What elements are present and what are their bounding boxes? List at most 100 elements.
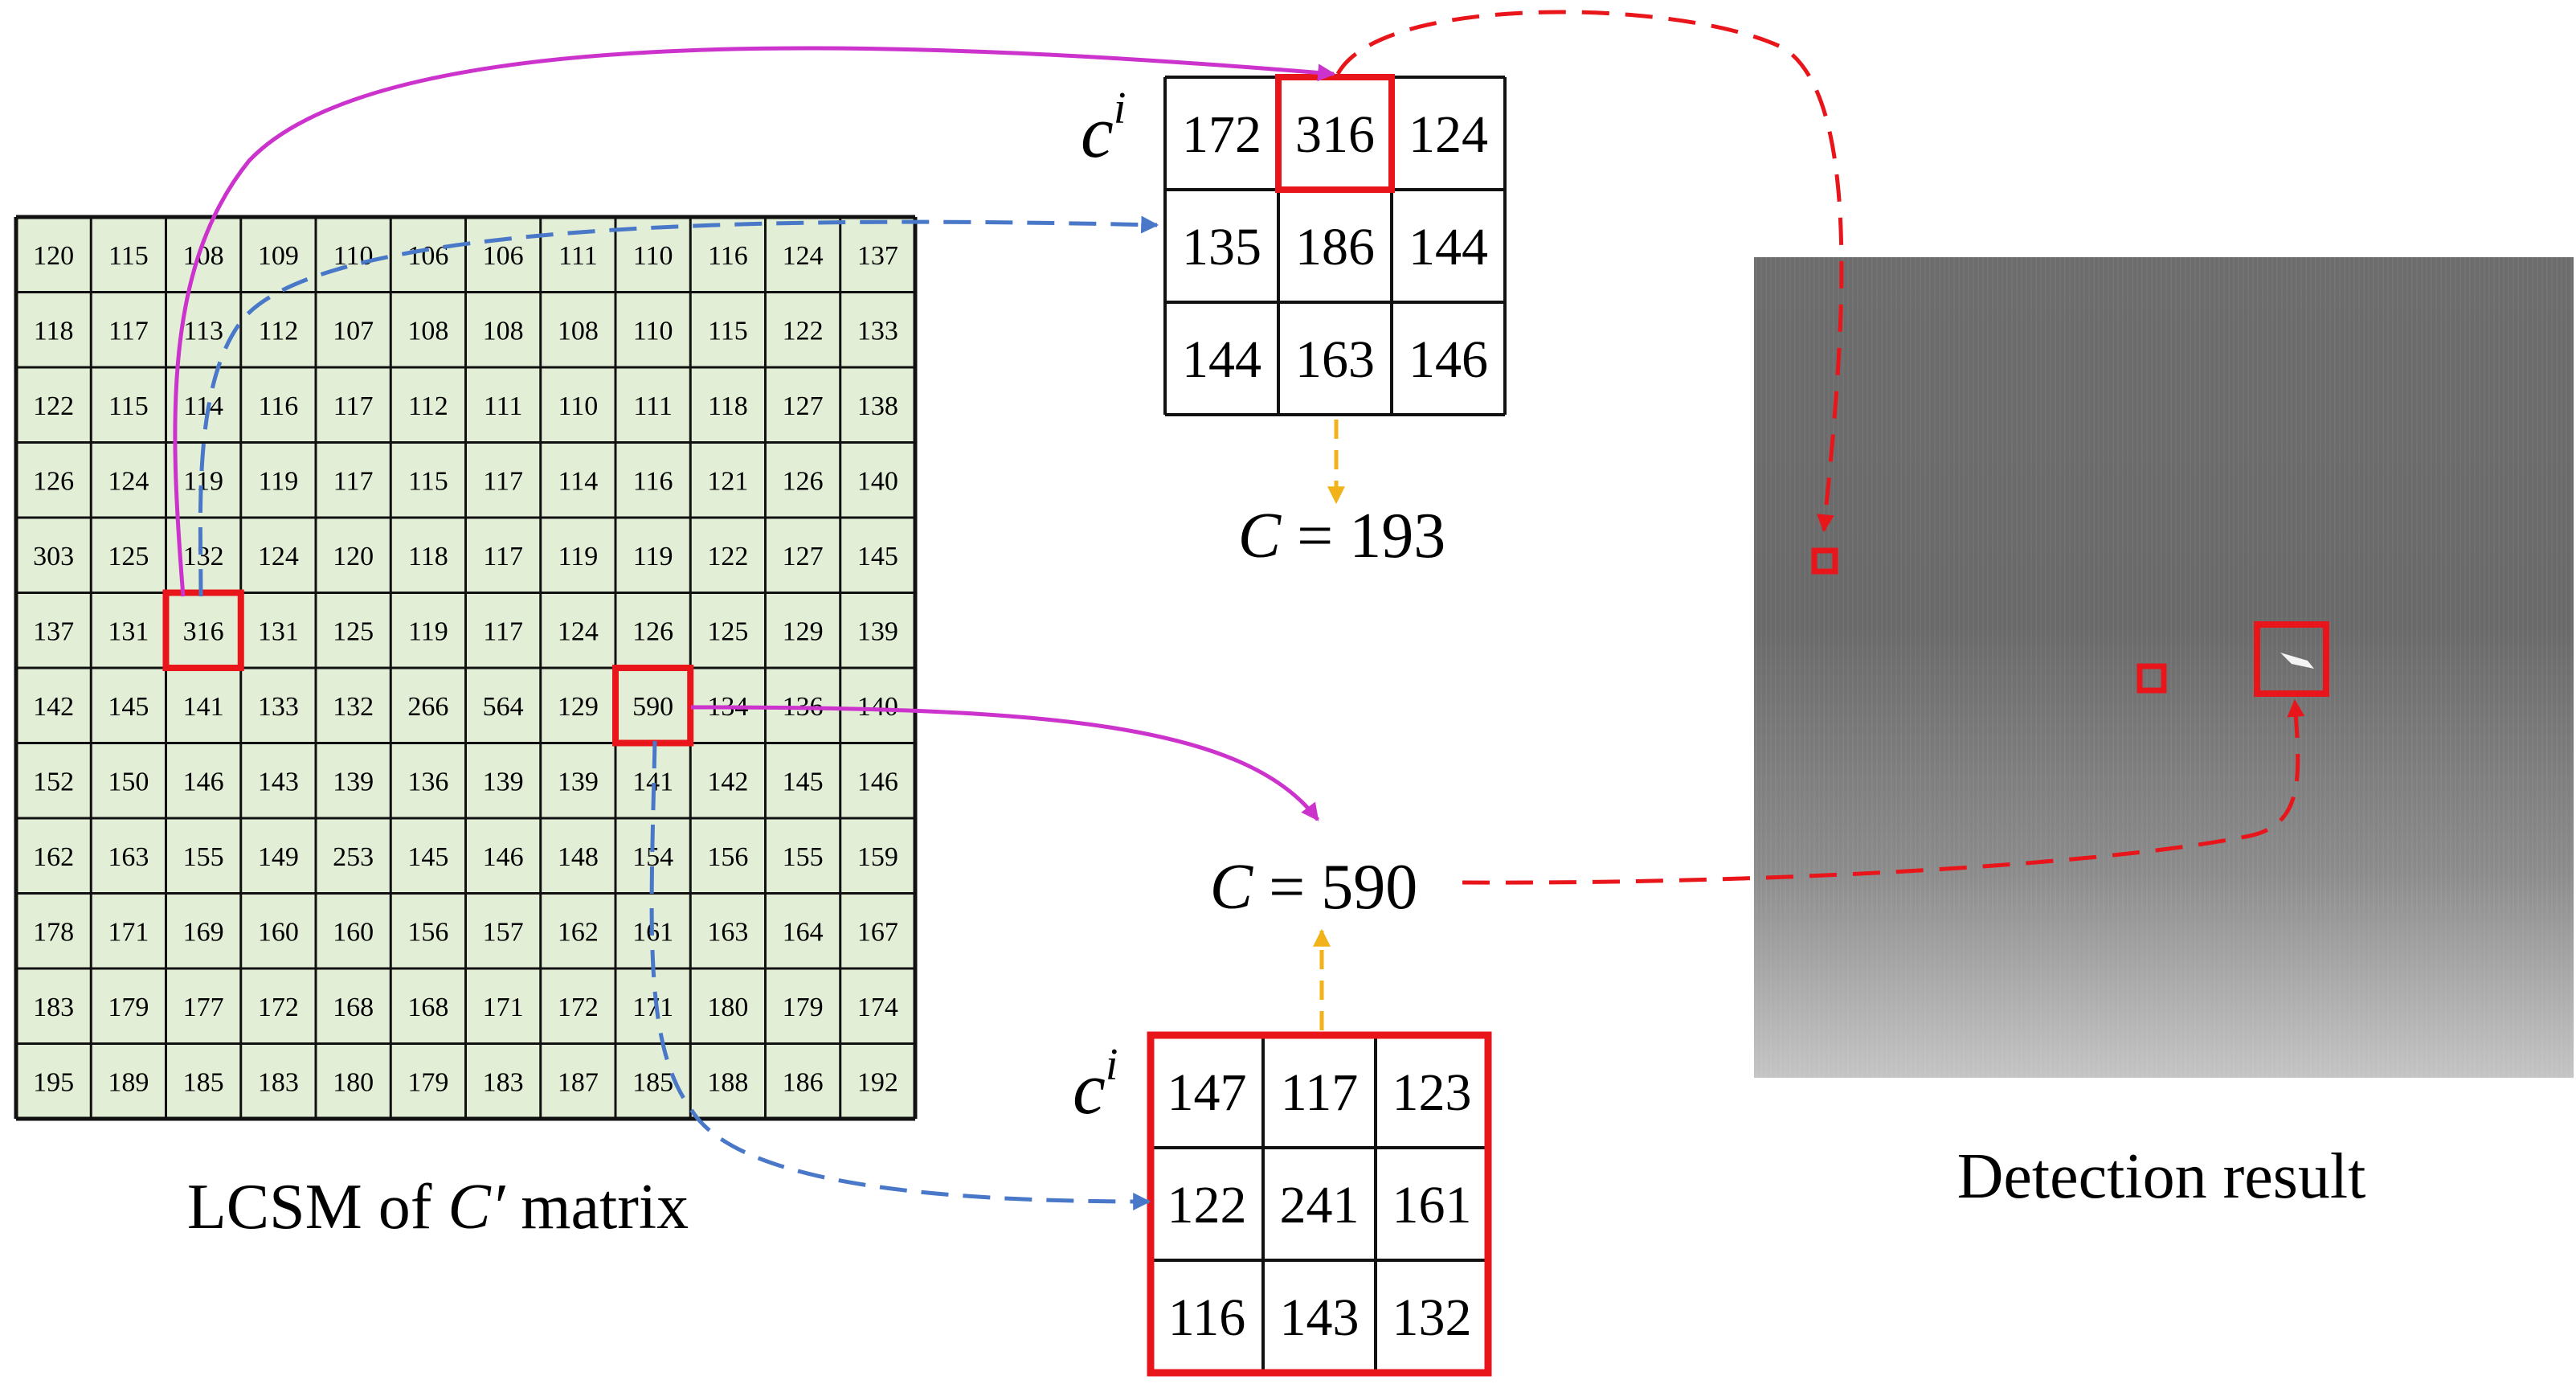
- lcsm-cell: 179: [783, 993, 824, 1022]
- lcsm-cell: 117: [333, 391, 374, 421]
- lcsm-cell: 564: [483, 692, 524, 722]
- lcsm-cell: 132: [183, 542, 224, 571]
- lcsm-cell: 171: [632, 993, 673, 1022]
- lcsm-cell: 156: [407, 917, 448, 947]
- lcsm-cell: 126: [33, 466, 74, 496]
- lcsm-cell: 146: [857, 767, 898, 796]
- bottom-window-label: ci: [1073, 1040, 1118, 1129]
- lcsm-cell: 152: [33, 767, 74, 796]
- lcsm-caption-suffix: matrix: [505, 1172, 689, 1243]
- lcsm-cell: 117: [483, 542, 523, 571]
- lcsm-cell: 160: [333, 917, 374, 947]
- lcsm-cell: 127: [783, 391, 824, 421]
- lcsm-cell: 160: [258, 917, 299, 947]
- lcsm-cell: 115: [408, 466, 448, 496]
- lcsm-cell: 121: [707, 466, 748, 496]
- lcsm-cell: 106: [407, 241, 448, 271]
- lcsm-cell: 108: [558, 316, 599, 346]
- window-cell: 122: [1167, 1176, 1247, 1235]
- lcsm-cell: 118: [408, 542, 448, 571]
- window-cell: 186: [1295, 218, 1375, 276]
- bottom-window-label-base: c: [1073, 1047, 1106, 1129]
- top-window-label-base: c: [1081, 91, 1114, 173]
- lcsm-cell: 180: [333, 1067, 374, 1097]
- lcsm-cell: 171: [483, 993, 524, 1022]
- lcsm-cell: 111: [633, 391, 672, 421]
- lcsm-cell: 172: [258, 993, 299, 1022]
- top-result-symbol: C: [1238, 501, 1282, 571]
- lcsm-cell: 169: [183, 917, 224, 947]
- lcsm-cell: 114: [183, 391, 223, 421]
- lcsm-cell: 119: [408, 616, 448, 646]
- lcsm-cell: 126: [783, 466, 824, 496]
- lcsm-cell: 172: [558, 993, 599, 1022]
- window-cell: 241: [1280, 1176, 1360, 1235]
- lcsm-cell: 137: [33, 616, 74, 646]
- lcsm-cell: 108: [407, 316, 448, 346]
- lcsm-cell: 120: [333, 542, 374, 571]
- detected-target-blob: [2280, 653, 2314, 669]
- window-cell: 117: [1281, 1063, 1359, 1122]
- lcsm-cell: 125: [333, 616, 374, 646]
- lcsm-cell: 139: [558, 767, 599, 796]
- red-dashed-arrow-bottom: [1462, 698, 2305, 885]
- detection-box-small-2: [2136, 663, 2167, 694]
- lcsm-cell: 590: [632, 692, 673, 722]
- lcsm-cell: 122: [707, 542, 748, 571]
- lcsm-cell: 150: [108, 767, 149, 796]
- detection-box-small-1: [1811, 547, 1838, 575]
- lcsm-cell: 133: [258, 692, 299, 722]
- window-cell: 123: [1392, 1063, 1472, 1122]
- connector-arrows: [173, 10, 2305, 1210]
- lcsm-cell: 168: [407, 993, 448, 1022]
- lcsm-cell: 138: [857, 391, 898, 421]
- bottom-window-label-sup: i: [1106, 1040, 1118, 1090]
- lcsm-cell: 106: [483, 241, 524, 271]
- lcsm-cell: 117: [333, 466, 374, 496]
- lcsm-cell: 145: [783, 767, 824, 796]
- window-cell: 144: [1182, 330, 1261, 389]
- lcsm-cell: 185: [183, 1067, 224, 1097]
- lcsm-cell: 163: [108, 842, 149, 872]
- lcsm-cell: 119: [633, 542, 673, 571]
- detection-box-target: [2254, 621, 2329, 697]
- lcsm-cell: 116: [633, 466, 673, 496]
- lcsm-cell: 117: [483, 466, 523, 496]
- lcsm-cell: 164: [783, 917, 824, 947]
- lcsm-cell: 116: [259, 391, 299, 421]
- top-window-label-sup: i: [1114, 84, 1126, 133]
- lcsm-cell: 178: [33, 917, 74, 947]
- lcsm-cell: 183: [483, 1067, 524, 1097]
- bottom-result-symbol: C: [1210, 852, 1254, 923]
- window-cell: 132: [1392, 1288, 1472, 1347]
- lcsm-cell: 108: [483, 316, 524, 346]
- top-result: C = 193: [1238, 501, 1445, 571]
- lcsm-cell: 133: [857, 316, 898, 346]
- lcsm-cell: 131: [108, 616, 149, 646]
- lcsm-cell: 139: [483, 767, 524, 796]
- lcsm-cell: 112: [259, 316, 299, 346]
- lcsm-cell: 107: [333, 316, 374, 346]
- lcsm-cell: 132: [333, 692, 374, 722]
- lcsm-cell: 112: [408, 391, 448, 421]
- lcsm-cell: 143: [258, 767, 299, 796]
- lcsm-cell: 119: [558, 542, 599, 571]
- lcsm-cell: 180: [707, 993, 748, 1022]
- lcsm-cell: 113: [183, 316, 223, 346]
- lcsm-cell: 145: [407, 842, 448, 872]
- lcsm-cell: 146: [183, 767, 224, 796]
- lcsm-cell: 110: [558, 391, 599, 421]
- lcsm-cell: 167: [857, 917, 898, 947]
- lcsm-cell: 124: [783, 241, 824, 271]
- window-cell: 316: [1295, 105, 1375, 164]
- window-cell: 135: [1182, 218, 1261, 276]
- lcsm-cell: 195: [33, 1067, 74, 1097]
- lcsm-cell: 155: [183, 842, 224, 872]
- blue-dashed-arrow-top: [198, 215, 1159, 597]
- lcsm-cell: 266: [407, 692, 448, 722]
- lcsm-caption: LCSM of C′ matrix: [187, 1172, 689, 1243]
- lcsm-cell: 183: [33, 993, 74, 1022]
- lcsm-cell: 162: [33, 842, 74, 872]
- lcsm-cell: 115: [108, 391, 149, 421]
